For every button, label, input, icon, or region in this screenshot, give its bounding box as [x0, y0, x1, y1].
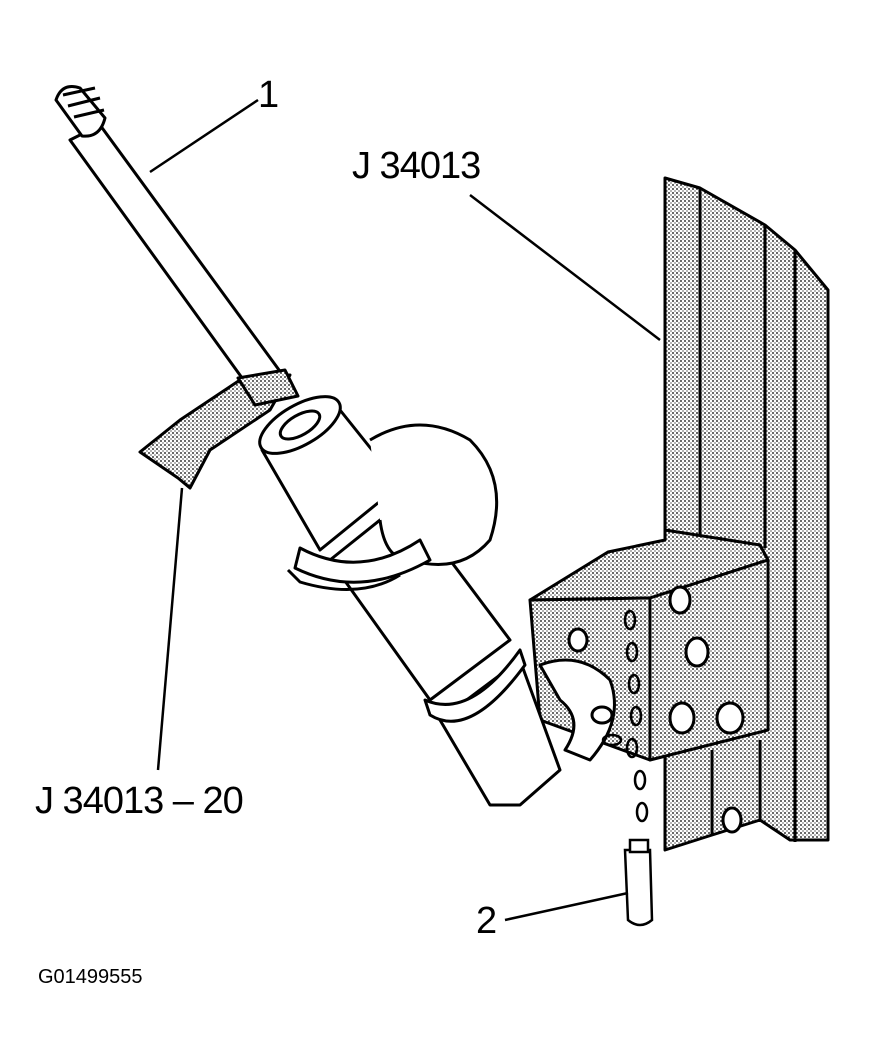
retaining-pin-chain [601, 609, 654, 927]
callout-j34013-20: J 34013 – 20 [35, 780, 244, 822]
callout-2: 2 [476, 900, 497, 942]
adapter-tool [138, 368, 300, 490]
figure-code: G01499555 [38, 966, 143, 988]
strut-piston-rod [54, 85, 292, 402]
callout-j34013: J 34013 [352, 145, 481, 187]
lower-mount [538, 658, 616, 762]
strut-body [258, 395, 562, 807]
spring-seat [286, 423, 499, 591]
mounting-bracket [528, 528, 770, 762]
callout-1: 1 [258, 74, 279, 116]
leader-lines [149, 98, 661, 922]
